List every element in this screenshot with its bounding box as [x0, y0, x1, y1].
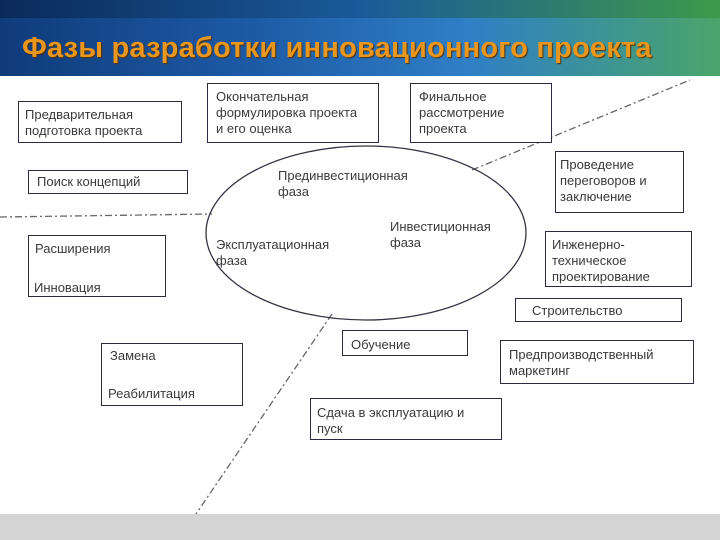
label-preinvestment-phase: Прединвестиционная фаза — [278, 168, 408, 199]
box-final-formulation: Окончательная формулировка проекта и его… — [207, 83, 379, 143]
box-label: Обучение — [351, 337, 411, 352]
label-investment-phase: Инвестиционная фаза — [390, 219, 491, 250]
banner-stripe — [0, 0, 720, 18]
divider-left — [0, 213, 213, 218]
page-title: Фазы разработки инновационного проекта — [22, 32, 652, 64]
box-label: Предпроизводственный маркетинг — [509, 347, 654, 378]
box-label: Проведение переговоров и заключение — [560, 157, 647, 204]
box-replacement: Замена — [101, 343, 243, 406]
box-preproduction-marketing: Предпроизводственный маркетинг — [500, 340, 694, 384]
box-label: Поиск концепций — [37, 174, 141, 189]
box-expansion: Расширения — [28, 235, 166, 297]
box-label: Предварительная подготовка проекта — [25, 107, 143, 138]
box-engineering: Инженерно- техническое проектирование — [545, 231, 692, 287]
box-label: Окончательная формулировка проекта и его… — [216, 89, 358, 136]
label-innovation: Инновация — [34, 280, 101, 295]
label-operational-phase: Эксплуатационная фаза — [216, 237, 330, 268]
box-training: Обучение — [342, 330, 468, 356]
box-label: Сдача в эксплуатацию и пуск — [317, 405, 465, 436]
box-negotiation: Проведение переговоров и заключение — [555, 151, 684, 213]
box-concept-search: Поиск концепций — [28, 170, 188, 194]
box-label: Инженерно- техническое проектирование — [552, 237, 650, 284]
box-final-review: Финальное рассмотрение проекта — [410, 83, 552, 143]
divider-upper-right — [471, 79, 691, 171]
box-preliminary-preparation: Предварительная подготовка проекта — [18, 101, 182, 143]
box-label: Строительство — [532, 303, 623, 318]
divider-lower — [195, 313, 333, 515]
label-rehabilitation: Реабилитация — [108, 386, 195, 401]
box-commissioning: Сдача в эксплуатацию и пуск — [310, 398, 502, 440]
box-construction: Строительство — [515, 298, 682, 322]
box-label: Замена — [110, 348, 156, 363]
title-banner: Фазы разработки инновационного проекта — [0, 0, 720, 76]
box-label: Финальное рассмотрение проекта — [419, 89, 505, 136]
phase-ellipse — [205, 145, 527, 321]
footer-bar — [0, 514, 720, 540]
box-label: Расширения — [35, 241, 111, 256]
